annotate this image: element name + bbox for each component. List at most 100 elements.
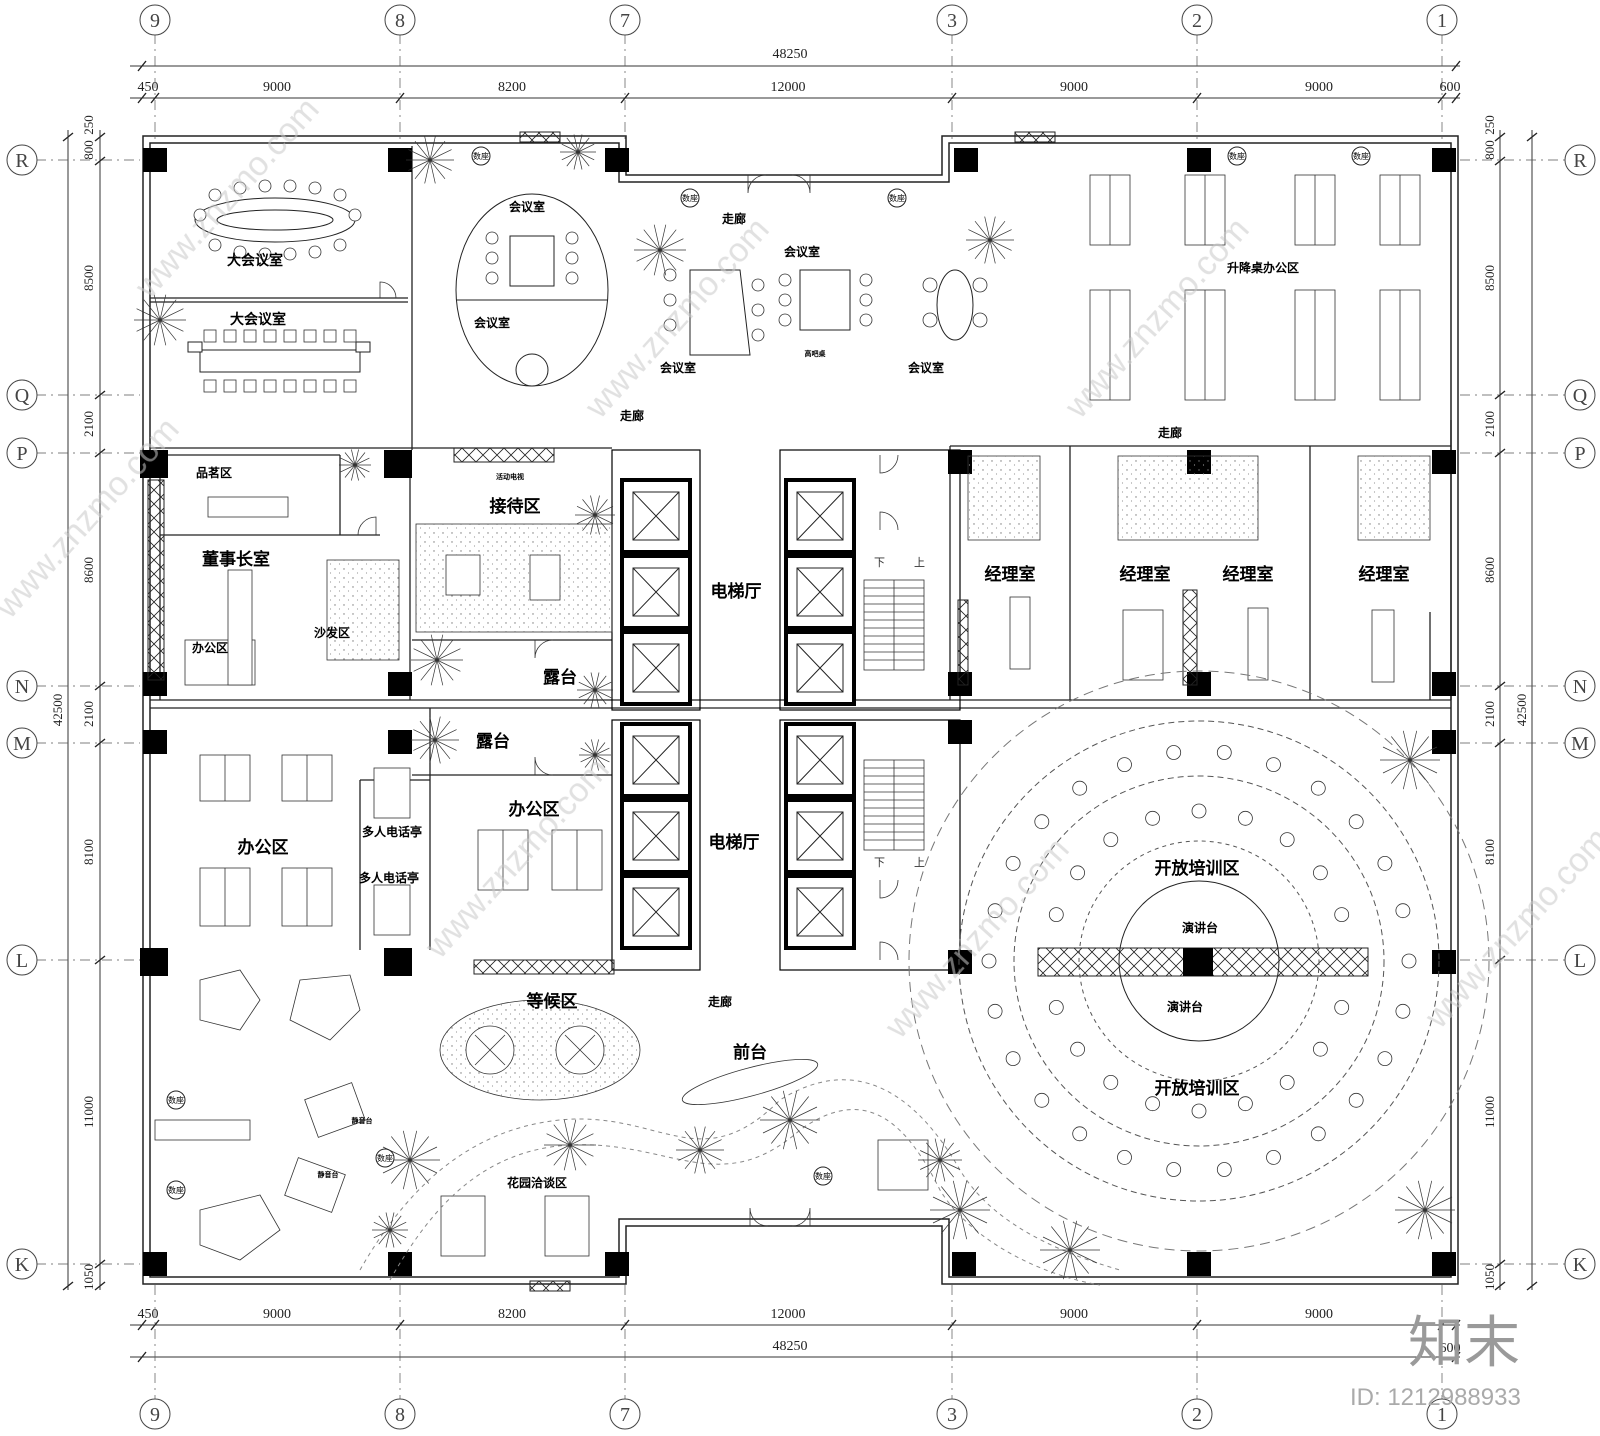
label-sofa-area: 沙发区 bbox=[314, 625, 350, 640]
dim-bot-7: 600 bbox=[1440, 1341, 1461, 1356]
seat-tag-icon bbox=[166, 1180, 186, 1200]
dim-top-3: 8200 bbox=[498, 80, 526, 95]
plant-icon bbox=[1395, 1180, 1455, 1240]
training-chair bbox=[1310, 780, 1326, 796]
seat-tag-label: 数座 bbox=[473, 151, 489, 161]
label-large-meeting-2: 大会议室 bbox=[230, 311, 286, 327]
label-manager-4: 经理室 bbox=[1359, 564, 1410, 584]
label-manager-1: 经理室 bbox=[985, 564, 1036, 584]
chairman-furniture bbox=[184, 496, 613, 686]
label-waiting: 等候区 bbox=[527, 991, 578, 1011]
dim-left-9: 1050 bbox=[81, 1264, 96, 1290]
dim-right-8: 11000 bbox=[1482, 1096, 1497, 1128]
training-chair bbox=[1334, 907, 1350, 922]
plant-icon bbox=[577, 672, 613, 708]
label-corridor-mid: 走廊 bbox=[620, 408, 644, 423]
training-chairs bbox=[981, 745, 1417, 1177]
window-marker bbox=[1014, 131, 1056, 143]
training-chair bbox=[981, 953, 997, 969]
stair-up-mark: 上 bbox=[914, 856, 925, 869]
seat-tag-label: 数座 bbox=[889, 193, 905, 203]
plant-icon bbox=[1040, 1220, 1100, 1280]
dim-top-7: 600 bbox=[1440, 80, 1461, 95]
dim-right-1: 250 bbox=[1482, 115, 1497, 135]
label-corridor-bottom: 走廊 bbox=[708, 994, 732, 1009]
plant-icon bbox=[380, 1130, 440, 1190]
dim-top-1: 450 bbox=[138, 80, 159, 95]
axis-row-Q-right: Q bbox=[1573, 385, 1588, 407]
training-chair bbox=[1166, 745, 1182, 760]
dim-top-2: 9000 bbox=[263, 80, 291, 95]
plant-icon bbox=[966, 216, 1014, 264]
label-quiet-2: 静音台 bbox=[318, 1170, 339, 1179]
label-front-desk: 前台 bbox=[733, 1042, 767, 1062]
label-corridor-top: 走廊 bbox=[722, 211, 746, 226]
podium-screen-core bbox=[1183, 948, 1213, 976]
plant-icon bbox=[372, 1212, 408, 1248]
label-meeting-a: 会议室 bbox=[660, 360, 696, 375]
dim-right-3: 8500 bbox=[1482, 265, 1497, 291]
axis-col-8-top: 8 bbox=[395, 10, 405, 32]
seat-tag-label: 数座 bbox=[377, 1153, 393, 1163]
seat-tag-icon bbox=[1227, 146, 1247, 166]
axis-col-2-top: 2 bbox=[1192, 10, 1202, 32]
seat-tag-icon bbox=[813, 1166, 833, 1186]
label-elevator-hall-1: 电梯厅 bbox=[711, 581, 762, 601]
dim-right-7: 8100 bbox=[1482, 839, 1497, 865]
label-chairman-office: 董事长室 bbox=[202, 549, 270, 569]
label-reception: 接待区 bbox=[490, 496, 541, 516]
plant-icon bbox=[560, 134, 596, 170]
label-manager-3: 经理室 bbox=[1223, 564, 1274, 584]
watermark-id: ID: 1212988933 bbox=[1350, 1384, 1521, 1411]
window-marker bbox=[519, 131, 561, 143]
dim-total-top: 48250 bbox=[773, 47, 808, 62]
training-chair bbox=[1048, 1000, 1064, 1015]
plant-icon bbox=[918, 1138, 962, 1182]
dim-left-6: 2100 bbox=[81, 701, 96, 727]
dim-bot-6: 9000 bbox=[1305, 1307, 1333, 1322]
manager-furniture bbox=[967, 455, 1431, 683]
glass-partition bbox=[1182, 589, 1198, 686]
meeting-furniture bbox=[187, 193, 974, 387]
dim-left-3: 8500 bbox=[81, 265, 96, 291]
axis-row-K-left: K bbox=[15, 1254, 30, 1276]
axis-row-R-left: R bbox=[15, 150, 29, 172]
dim-bot-5: 9000 bbox=[1060, 1307, 1088, 1322]
axis-row-M-right: M bbox=[1571, 733, 1589, 755]
dim-left-7: 8100 bbox=[81, 839, 96, 865]
label-elevator-hall-2: 电梯厅 bbox=[709, 832, 760, 852]
tv-screen-partition bbox=[453, 447, 555, 463]
training-chair bbox=[1395, 1003, 1411, 1019]
label-bar-table: 高吧桌 bbox=[805, 349, 826, 358]
plant-icon bbox=[634, 224, 686, 276]
dim-left-8: 11000 bbox=[81, 1096, 96, 1128]
dim-right-9: 1050 bbox=[1482, 1264, 1497, 1290]
plant-icon bbox=[1380, 730, 1440, 790]
waiting-furniture bbox=[439, 999, 929, 1257]
watermark-site: www.znzmo.com bbox=[1057, 210, 1257, 426]
dim-right-2: 800 bbox=[1482, 140, 1497, 160]
training-chair bbox=[987, 903, 1003, 919]
dim-left-2: 800 bbox=[81, 140, 96, 160]
label-training-1: 开放培训区 bbox=[1155, 858, 1240, 878]
dim-left-4: 2100 bbox=[81, 411, 96, 437]
dim-bot-1: 450 bbox=[138, 1307, 159, 1322]
training-chair bbox=[1310, 1126, 1326, 1142]
lift-desk-clusters bbox=[1089, 174, 1421, 401]
stair-up-mark: 上 bbox=[914, 556, 925, 569]
label-terrace-upper: 露台 bbox=[543, 667, 577, 687]
axis-row-N-right: N bbox=[1573, 676, 1587, 698]
label-lift-desk-office: 升降桌办公区 bbox=[1227, 260, 1299, 275]
label-quiet-1: 静音台 bbox=[352, 1116, 373, 1125]
axis-col-9-bottom: 9 bbox=[150, 1404, 160, 1426]
axis-row-L-right: L bbox=[1574, 950, 1586, 972]
elevator-cabins bbox=[632, 491, 844, 937]
dim-left-5: 8600 bbox=[81, 557, 96, 583]
axis-col-8-bottom: 8 bbox=[395, 1404, 405, 1426]
label-office-sub: 办公区 bbox=[192, 640, 228, 655]
training-chair bbox=[1070, 1041, 1085, 1057]
dim-right-6: 2100 bbox=[1482, 701, 1497, 727]
plants bbox=[134, 134, 1455, 1280]
seat-tag-icon bbox=[375, 1148, 395, 1168]
training-chair bbox=[1145, 1096, 1160, 1112]
